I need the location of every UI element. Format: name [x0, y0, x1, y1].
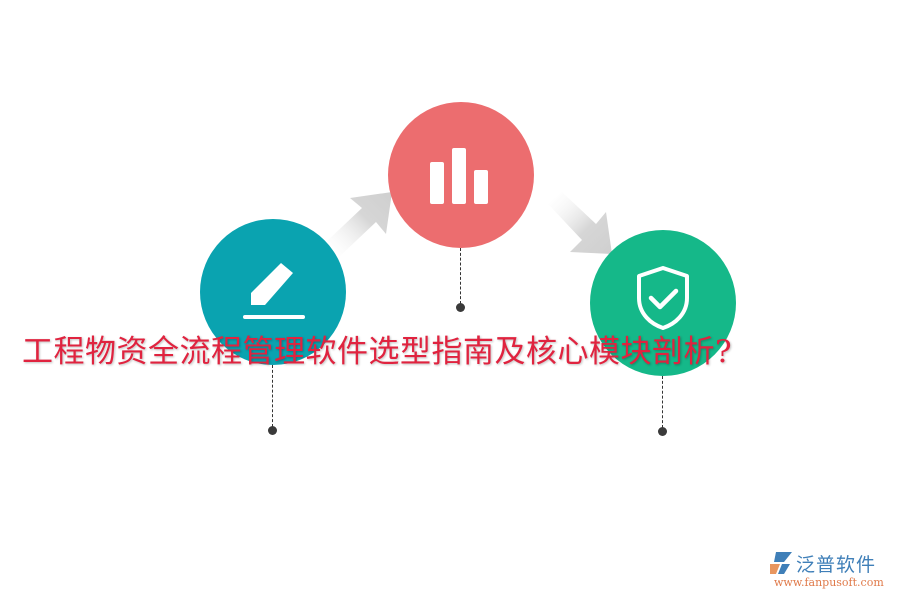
pencil-icon: [243, 263, 305, 319]
step-security-circle: [590, 230, 736, 376]
step-edit-dot: [268, 426, 277, 435]
logo-name: 泛普软件: [796, 554, 877, 576]
logo-mark-icon: [770, 552, 792, 574]
arrow-down-right-icon: [548, 192, 612, 254]
logo-url: www.fanpusoft.com: [774, 576, 884, 589]
step-security-connector: [662, 376, 663, 428]
step-edit-circle: [200, 219, 346, 365]
step-chart-dot: [456, 303, 465, 312]
page-title: 工程物资全流程管理软件选型指南及核心模块剖析?: [22, 334, 733, 370]
step-edit-connector: [272, 365, 273, 427]
step-chart-connector: [460, 248, 461, 304]
step-security-dot: [658, 427, 667, 436]
bar-chart-icon: [430, 148, 488, 204]
arrow-up-right-icon: [326, 192, 392, 256]
step-chart-circle: [388, 102, 534, 248]
brand-logo: 泛普软件 www.fanpusoft.com: [768, 550, 896, 596]
shield-check-icon: [637, 266, 689, 330]
